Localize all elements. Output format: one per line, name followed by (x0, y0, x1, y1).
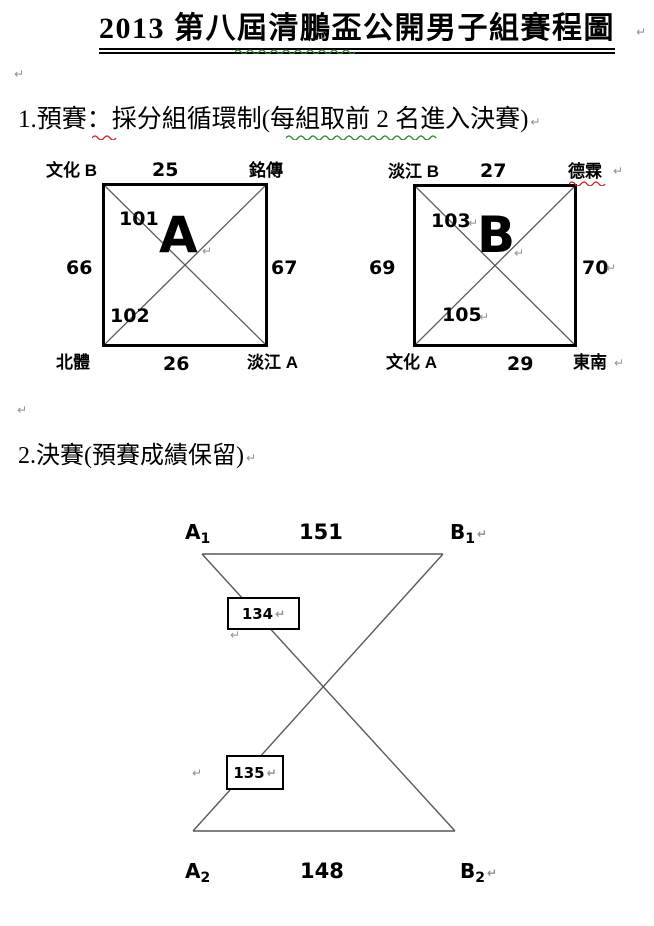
group-b-letter: B (477, 206, 516, 264)
paragraph-mark: ↵ (17, 403, 28, 417)
finals-heading: 2.決賽(預賽成績保留)↵ (18, 443, 256, 469)
seed-a1-subscript: 1 (200, 531, 211, 547)
spellcheck-squiggle-green (235, 49, 356, 54)
finals-heading-text: 2.決賽(預賽成績保留) (18, 443, 244, 469)
paragraph-mark: ↵ (606, 261, 617, 275)
group-a-team-bottom-right: 淡江 A (247, 353, 298, 372)
group-b-match-lower: 105 (442, 304, 482, 326)
finals-match-box-lower: 135↵ (226, 755, 284, 790)
spellcheck-squiggle-red (92, 135, 117, 140)
seed-b2-subscript: 2 (475, 870, 485, 886)
prelim-heading: 1.預賽：採分組循環制(每組取前 2 名進入決賽)↵ (18, 106, 540, 134)
seed-a2-letter: A (185, 859, 201, 883)
spellcheck-squiggle-green (286, 135, 437, 140)
finals-score-bottom: 148 (300, 859, 344, 883)
group-a-team-top-right: 銘傳 (249, 161, 283, 180)
group-a-square (102, 183, 268, 347)
group-b-score-top: 27 (480, 160, 507, 182)
paragraph-mark: ↵ (487, 866, 498, 880)
group-b-team-top-left: 淡江 B (388, 162, 439, 181)
finals-score-top: 151 (299, 520, 343, 544)
group-a-match-upper: 101 (119, 208, 159, 230)
spellcheck-squiggle-red (569, 181, 606, 186)
group-a-score-bottom: 26 (163, 353, 190, 375)
group-b-score-bottom: 29 (507, 353, 534, 375)
seed-b2: B2↵ (460, 861, 497, 885)
seed-b1-subscript: 1 (465, 531, 475, 547)
paragraph-mark: ↵ (192, 766, 203, 780)
paragraph-mark: ↵ (614, 356, 625, 370)
paragraph-mark: ↵ (613, 164, 624, 178)
seed-b1-letter: B (450, 520, 466, 544)
paragraph-mark: ↵ (275, 606, 286, 621)
seed-b2-letter: B (460, 859, 476, 883)
group-b-score-right: 70 (582, 257, 609, 279)
group-a-letter: A (159, 206, 198, 264)
seed-a1: A1 (185, 522, 210, 546)
paragraph-mark: ↵ (530, 115, 541, 129)
paragraph-mark: ↵ (514, 246, 525, 260)
paragraph-mark: ↵ (636, 25, 647, 39)
group-b-match-upper: 103 (431, 210, 471, 232)
paragraph-mark: ↵ (477, 527, 488, 541)
group-a-team-top-left: 文化 B (46, 161, 97, 180)
group-a-match-lower: 102 (110, 305, 150, 327)
paragraph-mark: ↵ (266, 765, 277, 780)
paragraph-mark: ↵ (245, 451, 257, 465)
group-a-score-right: 67 (271, 257, 298, 279)
group-b-square (413, 184, 577, 347)
group-b-diagonals (416, 187, 574, 344)
seed-a2: A2 (185, 861, 210, 885)
group-b-team-bottom-right: 東南 (573, 353, 607, 372)
seed-a1-letter: A (185, 520, 201, 544)
group-b-team-bottom-left: 文化 A (386, 353, 437, 372)
finals-match-upper-number: 134 (241, 604, 274, 623)
paragraph-mark: ↵ (14, 67, 25, 81)
paragraph-mark: ↵ (230, 628, 241, 642)
group-b-team-top-right: 德霖 (568, 162, 602, 181)
group-a-team-bottom-left: 北體 (56, 353, 90, 372)
group-b-score-left: 69 (369, 257, 396, 279)
paragraph-mark: ↵ (479, 310, 490, 324)
page-title: 2013 第八屆清鵬盃公開男子組賽程圖 (99, 11, 615, 54)
group-a-score-left: 66 (66, 257, 93, 279)
seed-a2-subscript: 2 (200, 870, 211, 886)
page-title-text: 2013 第八屆清鵬盃公開男子組賽程圖 (99, 12, 615, 45)
group-a-score-top: 25 (152, 159, 179, 181)
prelim-heading-text: 1.預賽：採分組循環制(每組取前 2 名進入決賽) (18, 106, 529, 133)
paragraph-mark: ↵ (468, 216, 479, 230)
finals-match-lower-number: 135 (233, 763, 265, 782)
group-a-diagonals (105, 186, 265, 344)
seed-b1: B1↵ (450, 522, 487, 546)
paragraph-mark: ↵ (202, 244, 213, 258)
finals-match-box-upper: 134↵ (227, 597, 300, 630)
